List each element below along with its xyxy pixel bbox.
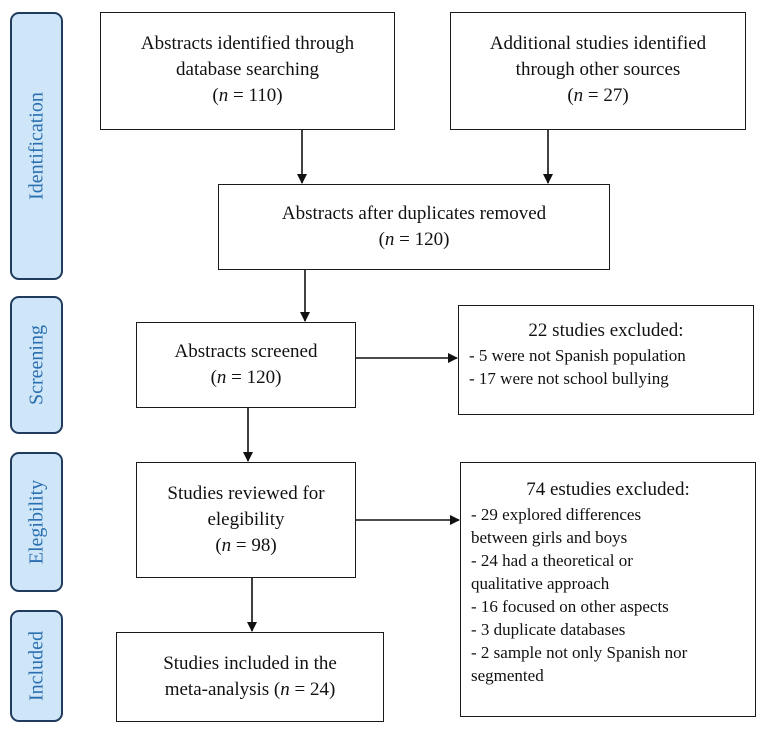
other-sources-line1: Additional studies identified	[489, 33, 707, 54]
studies-reviewed-count: (n = 98)	[215, 535, 277, 556]
studies-included-count: meta-analysis (n = 24)	[164, 679, 336, 700]
abstracts-screened-line1: Abstracts screened	[174, 341, 318, 362]
other-sources-count: (n = 27)	[567, 85, 629, 106]
elegibility-exclusion-item: qualitative approach	[471, 574, 610, 593]
duplicates-removed-line1: Abstracts after duplicates removed	[281, 203, 547, 224]
studies-reviewed-line1: Studies reviewed for	[167, 483, 325, 504]
phase-elegibility: Elegibility	[10, 452, 63, 592]
elegibility-exclusions-box: 74 estudies excluded: - 29 explored diff…	[460, 462, 756, 717]
elegibility-exclusion-item: between girls and boys	[471, 528, 628, 547]
elegibility-exclusion-item: - 2 sample not only Spanish nor	[471, 643, 688, 662]
screening-exclusions-box: 22 studies excluded: - 5 were not Spanis…	[458, 305, 754, 415]
phase-identification: Identification	[10, 12, 63, 280]
database-search-box: Abstracts identified through database se…	[100, 12, 395, 130]
duplicates-removed-box: Abstracts after duplicates removed (n = …	[218, 184, 610, 270]
screening-exclusions-title: 22 studies excluded:	[528, 320, 684, 341]
phase-screening: Screening	[10, 296, 63, 434]
screening-exclusion-item: - 5 were not Spanish population	[469, 346, 686, 365]
elegibility-exclusion-item: - 3 duplicate databases	[471, 620, 626, 639]
elegibility-exclusion-item: - 24 had a theoretical or	[471, 551, 633, 570]
phase-included: Included	[10, 610, 63, 722]
duplicates-removed-count: (n = 120)	[378, 229, 450, 250]
studies-reviewed-box: Studies reviewed for elegibility (n = 98…	[136, 462, 356, 578]
studies-included-box: Studies included in the meta-analysis (n…	[116, 632, 384, 722]
elegibility-exclusion-item: segmented	[471, 666, 544, 685]
other-sources-line2: through other sources	[515, 59, 681, 80]
studies-included-line1: Studies included in the	[163, 653, 337, 674]
elegibility-exclusions-title: 74 estudies excluded:	[526, 479, 690, 500]
abstracts-screened-box: Abstracts screened (n = 120)	[136, 322, 356, 408]
other-sources-box: Additional studies identified through ot…	[450, 12, 746, 130]
elegibility-exclusion-item: - 16 focused on other aspects	[471, 597, 669, 616]
database-search-line1: Abstracts identified through	[140, 33, 355, 54]
screening-exclusion-item: - 17 were not school bullying	[469, 369, 669, 388]
database-search-line2: database searching	[176, 59, 319, 80]
studies-reviewed-line2: elegibility	[207, 509, 285, 530]
elegibility-exclusion-item: - 29 explored differences	[471, 505, 642, 524]
abstracts-screened-count: (n = 120)	[210, 367, 282, 388]
database-search-count: (n = 110)	[212, 85, 283, 106]
